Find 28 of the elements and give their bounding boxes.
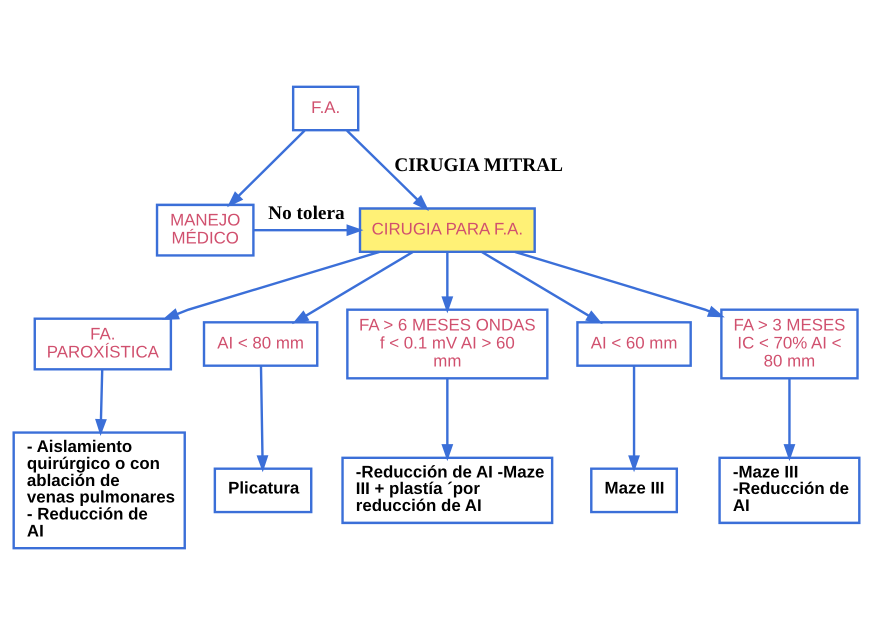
node-box: MANEJO MÉDICO — [156, 204, 255, 257]
node-box: CIRUGIA PARA F.A. — [358, 207, 536, 254]
node-box: FA. PAROXÍSTICA — [34, 318, 172, 370]
arrow — [162, 250, 380, 320]
node-box: AI < 60 mm — [576, 321, 692, 367]
edge-label: No tolera — [268, 203, 345, 224]
arrow — [481, 251, 603, 324]
node-box: - Aislamiento quirúrgico o con ablación de venas pulmonares - Reducción de AI — [12, 431, 186, 550]
node-box: FA > 6 MESES ONDAS f < 0.1 mV AI > 60 mm — [346, 308, 549, 380]
arrow — [227, 130, 306, 208]
arrow — [95, 369, 107, 436]
node-box: -Reducción de AI -Maze III + plastía ´por reducción de AI — [341, 456, 554, 524]
node-box: F.A. — [292, 86, 360, 132]
node-box: AI < 80 mm — [202, 321, 318, 367]
node-box: Plicatura — [214, 467, 312, 514]
arrow — [441, 378, 454, 462]
arrow — [441, 252, 454, 314]
arrow — [514, 250, 725, 318]
arrow — [784, 378, 796, 462]
node-box: Maze III — [590, 467, 678, 514]
arrow — [254, 224, 364, 236]
edge-label: CIRUGIA MITRAL — [394, 154, 563, 176]
arrow — [256, 366, 268, 472]
arrow — [346, 130, 429, 211]
arrow — [628, 366, 640, 472]
node-box: -Maze III -Reducción de AI — [718, 456, 861, 524]
arrow — [292, 251, 414, 324]
node-box: FA > 3 MESES IC < 70% AI < 80 mm — [720, 308, 859, 380]
